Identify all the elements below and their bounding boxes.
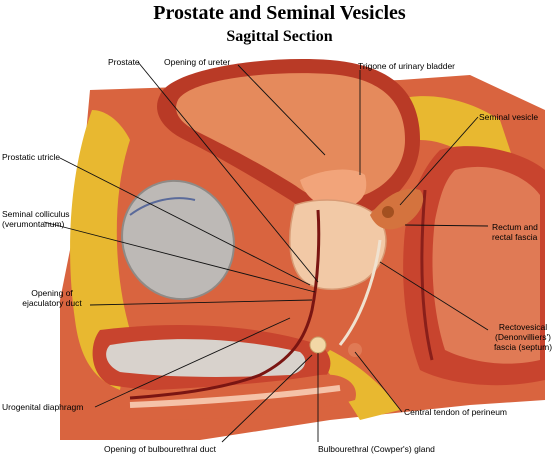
label-prostate: Prostate xyxy=(108,57,140,67)
pubic-symphysis xyxy=(121,179,235,301)
diagram-title: Prostate and Seminal Vesicles xyxy=(153,2,406,24)
central-tendon-shape xyxy=(348,343,362,357)
corpus-cavernosum xyxy=(106,339,306,377)
prostate-gland xyxy=(289,199,387,290)
label-seminal-colliculus: Seminal colliculus (verumontanum) xyxy=(2,209,70,229)
rectovesical-line2: (Denonvilliers') xyxy=(495,332,551,342)
label-prostatic-utricle: Prostatic utricle xyxy=(2,152,61,162)
rectum-line2: rectal fascia xyxy=(492,232,538,242)
label-urogenital-diaphragm: Urogenital diaphragm xyxy=(2,402,84,412)
label-opening-of-ureter: Opening of ureter xyxy=(164,57,231,67)
seminal-colliculus-line1: Seminal colliculus xyxy=(2,209,70,219)
label-ejaculatory-duct: Opening of ejaculatory duct xyxy=(14,288,90,308)
rectovesical-line3: fascia (septum) xyxy=(493,342,553,352)
rectovesical-line1: Rectovesical xyxy=(498,322,548,332)
spongy-tissue-stripe xyxy=(129,385,341,408)
label-seminal-vesicle: Seminal vesicle xyxy=(479,112,539,122)
rectal-wall-stripe xyxy=(420,189,434,361)
seminal-vesicle-shape xyxy=(370,188,424,230)
seminal-colliculus-line2: (verumontanum) xyxy=(2,219,65,229)
anterior-fat xyxy=(70,110,130,390)
ejaculatory-line2: ejaculatory duct xyxy=(22,298,82,308)
urethra xyxy=(129,209,321,400)
leader-lines xyxy=(43,61,489,443)
rectum-line1: Rectum and xyxy=(492,222,538,232)
label-bulbourethral-gland: Bulbourethral (Cowper's) gland xyxy=(318,444,435,454)
seminal-vesicle-node xyxy=(382,206,394,218)
label-trigone: Trigone of urinary bladder xyxy=(358,61,456,71)
label-rectovesical-fascia: Rectovesical (Denonvilliers') fascia (se… xyxy=(488,322,558,352)
label-bulbourethral-duct: Opening of bulbourethral duct xyxy=(104,444,216,454)
diagram-subtitle: Sagittal Section xyxy=(226,28,333,45)
rectal-lumen xyxy=(432,166,540,364)
label-central-tendon: Central tendon of perineum xyxy=(404,407,508,417)
label-rectum: Rectum and rectal fascia xyxy=(492,222,538,242)
bladder-interior xyxy=(176,73,405,201)
ejaculatory-line1: Opening of xyxy=(31,288,73,298)
perineal-fat xyxy=(320,350,400,420)
pubic-ligament xyxy=(129,197,196,216)
bulbourethral-gland-shape xyxy=(309,336,327,354)
rectovesical-septum xyxy=(338,239,382,346)
